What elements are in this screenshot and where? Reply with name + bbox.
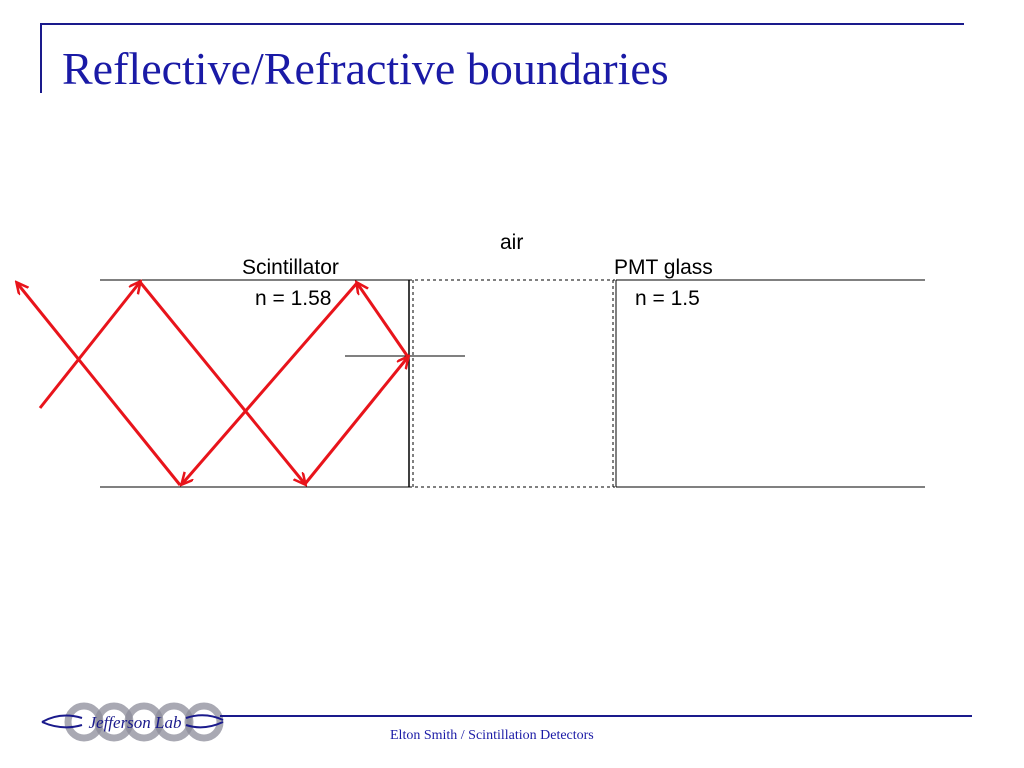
ray-reflected-2 [138,281,305,484]
svg-text:Jefferson Lab: Jefferson Lab [88,713,181,732]
jefferson-lab-logo: Jefferson Lab [41,702,224,742]
pmt-index-label: n = 1.5 [635,287,700,310]
ray-reflected-4 [357,283,410,358]
footer-rule [220,715,972,717]
ray-reflected-exit [17,283,182,486]
scintillator-label: Scintillator [242,256,339,279]
ray-reflected-5 [182,282,359,484]
footer-text: Elton Smith / Scintillation Detectors [390,728,594,743]
slide-title: Reflective/Refractive boundaries [62,43,669,94]
scintillator-index-label: n = 1.58 [255,287,332,310]
title-frame-top-rule [40,23,964,25]
air-label: air [500,231,524,254]
pmt-glass-label: PMT glass [614,256,713,279]
ray-reflected-3 [303,357,408,485]
title-frame-left-rule [40,23,42,93]
ray-incident-1 [38,282,140,409]
